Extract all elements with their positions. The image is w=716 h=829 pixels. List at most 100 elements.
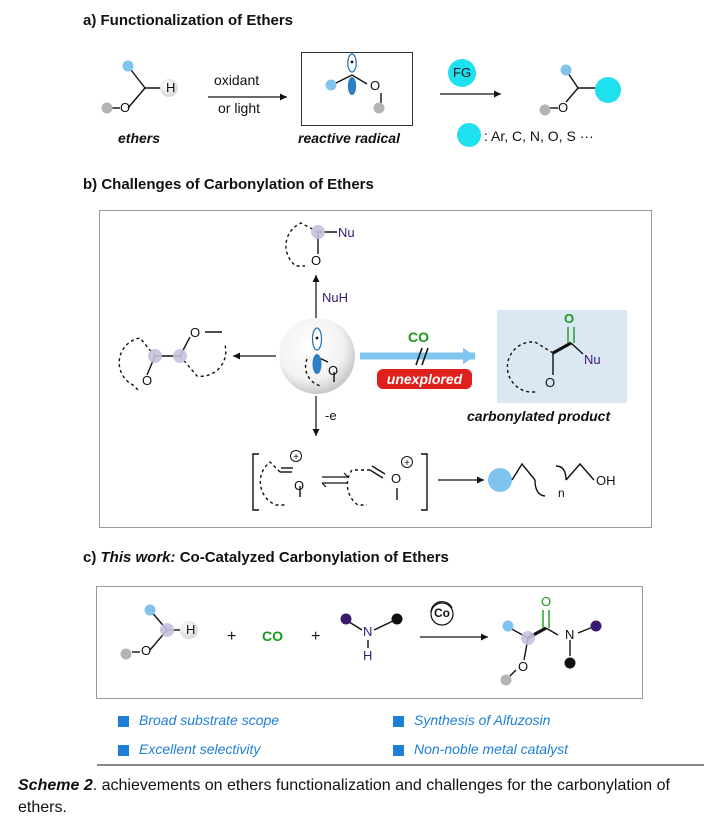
ethers-label: ethers xyxy=(118,130,161,146)
carbonylated-product-label: carbonylated product xyxy=(467,408,611,424)
oxygen-label: O xyxy=(328,363,339,378)
carbonylated-product-highlight xyxy=(497,310,627,403)
section-b-title: b) Challenges of Carbonylation of Ethers xyxy=(83,176,374,193)
oxygen-label: O xyxy=(294,478,305,493)
nu-label: Nu xyxy=(338,225,355,240)
plus-charge xyxy=(290,450,302,462)
or-light-label: or light xyxy=(218,100,261,116)
oxocarbenium-2 xyxy=(346,465,398,506)
oxygen-label: O xyxy=(141,643,152,658)
oxygen-label: O xyxy=(391,471,402,486)
carbonyl-oxygen-label: O xyxy=(541,594,552,609)
plus-sign: + xyxy=(404,458,410,469)
blue-substituent xyxy=(560,64,572,76)
oxygen-label: O xyxy=(190,325,201,340)
n-subscript-label: n xyxy=(558,486,565,500)
plus-sign: + xyxy=(293,452,299,463)
black-substituent xyxy=(391,613,403,625)
blue-sphere xyxy=(488,468,512,492)
alpha-carbon-highlight xyxy=(160,623,174,637)
carbonylated-product-molecule xyxy=(506,327,584,393)
oxygen-label: O xyxy=(311,253,322,268)
oxocarbenium-1 xyxy=(259,461,301,506)
oxygen-label: O xyxy=(545,375,556,390)
gray-substituent xyxy=(539,104,551,116)
feature-selectivity: Excellent selectivity xyxy=(139,741,261,757)
co-label: CO xyxy=(408,329,429,345)
alcohol-chain xyxy=(511,462,595,497)
feature-bullet xyxy=(118,716,129,727)
cobalt-catalyst-icon xyxy=(430,602,454,626)
fg-legend-sphere xyxy=(457,123,481,147)
reactive-radical-box xyxy=(301,52,413,126)
feature-bullet xyxy=(118,745,129,756)
hydrogen-sphere xyxy=(180,621,198,639)
radical-molecule-a xyxy=(333,74,382,103)
gray-substituent xyxy=(500,674,512,686)
unexplored-badge: unexplored xyxy=(377,369,472,389)
gray-substituent xyxy=(120,648,132,660)
crossed-arrow-mark xyxy=(415,347,429,366)
carbonyl-oxygen-label: O xyxy=(564,311,575,326)
nitrogen-label: N xyxy=(565,627,575,642)
nitrogen-label: N xyxy=(363,624,373,639)
black-substituent xyxy=(564,657,576,669)
alpha-carbon-highlight xyxy=(311,225,325,239)
orbital-bottom xyxy=(312,354,322,374)
catalytic-cycle-icon xyxy=(430,600,453,613)
oxygen-label: O xyxy=(370,78,381,93)
hydrogen-label: H xyxy=(186,622,196,637)
radical-dot xyxy=(350,60,354,64)
hydrogen-sphere xyxy=(160,79,178,97)
reactive-radical-label: reactive radical xyxy=(298,130,400,146)
blue-substituent xyxy=(122,60,134,72)
alpha-carbon-highlight xyxy=(173,349,187,363)
plus-sign: + xyxy=(227,628,237,645)
fg-sphere xyxy=(448,59,476,87)
scheme-caption: Scheme 2. achievements on ethers functio… xyxy=(18,777,670,816)
nuh-label: NuH xyxy=(322,290,349,305)
oxygen-label: O xyxy=(142,373,153,388)
hydrogen-label: H xyxy=(363,648,373,663)
feature-alfuzosin: Synthesis of Alfuzosin xyxy=(414,712,551,728)
blue-substituent xyxy=(325,79,337,91)
oxocarbenium-brackets xyxy=(252,453,428,511)
fg-legend-label: : Ar, C, N, O, S ··· xyxy=(484,128,594,144)
oxygen-label: O xyxy=(120,100,131,115)
challenges-box xyxy=(99,210,652,528)
fg-sphere xyxy=(595,77,621,103)
blue-substituent xyxy=(144,604,156,616)
plus-charge xyxy=(401,456,413,468)
ether-molecule-c xyxy=(132,609,182,653)
alpha-carbon-highlight xyxy=(148,349,162,363)
feature-bullet xyxy=(393,745,404,756)
oxidant-label: oxidant xyxy=(214,72,260,88)
co-label: CO xyxy=(262,628,283,644)
radical-dot xyxy=(315,336,319,340)
cobalt-label: Co xyxy=(434,606,450,620)
feature-bullet xyxy=(393,716,404,727)
oxygen-label: O xyxy=(558,100,569,115)
plus-sign: + xyxy=(311,628,321,645)
purple-substituent xyxy=(340,613,352,625)
dimer-molecule xyxy=(118,331,227,393)
fg-label: FG xyxy=(453,65,472,80)
alpha-carbon-highlight xyxy=(521,631,535,645)
oh-label: OH xyxy=(596,473,616,488)
blue-substituent xyxy=(502,620,514,632)
gray-substituent xyxy=(373,102,385,114)
section-a-title: a) Functionalization of Ethers xyxy=(83,12,294,29)
section-c-title: c) This work: Co-Catalyzed Carbonylation… xyxy=(83,549,449,566)
nu-label: Nu xyxy=(584,352,601,367)
purple-substituent xyxy=(590,620,602,632)
hydrogen-label: H xyxy=(166,80,176,95)
oxygen-label: O xyxy=(518,659,529,674)
resonance-arrows xyxy=(321,472,349,488)
amide-product xyxy=(507,610,594,677)
feature-broad-scope: Broad substrate scope xyxy=(139,712,280,728)
feature-non-noble: Non-noble metal catalyst xyxy=(414,741,569,757)
gray-substituent xyxy=(101,102,113,114)
orbital-bottom xyxy=(347,77,357,95)
this-work-box xyxy=(96,586,643,699)
